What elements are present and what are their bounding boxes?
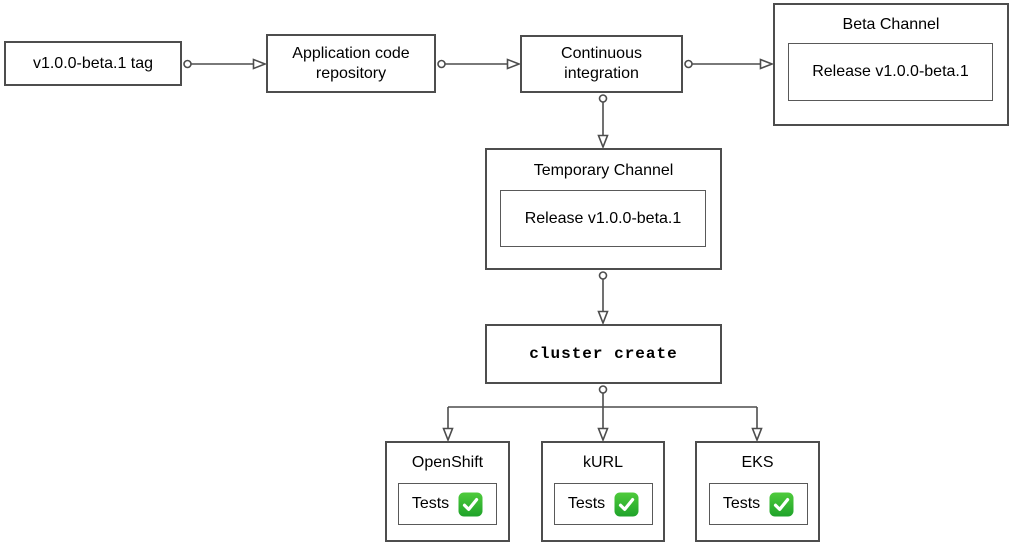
- node-continuous-integration: Continuous integration: [520, 35, 683, 93]
- group-eks-title: EKS: [741, 454, 774, 471]
- node-temporary-release-label: Release v1.0.0-beta.1: [524, 209, 682, 227]
- node-openshift-tests: Tests: [398, 483, 497, 525]
- group-beta-channel: Beta Channel Release v1.0.0-beta.1: [773, 3, 1009, 126]
- node-kurl-tests: Tests: [554, 483, 653, 525]
- group-beta-channel-title: Beta Channel: [842, 16, 940, 33]
- node-cluster-create: cluster create: [485, 324, 722, 384]
- connector-repository-to-ci: [437, 58, 522, 70]
- group-eks: EKS Tests: [695, 441, 820, 542]
- connector-ci-to-temporary-channel: [597, 94, 609, 150]
- group-kurl: kURL Tests: [541, 441, 665, 542]
- node-continuous-integration-label: Continuous integration: [561, 45, 642, 82]
- node-eks-tests: Tests: [709, 483, 808, 525]
- connector-cluster-create-branch: [442, 385, 763, 443]
- node-cluster-create-label: cluster create: [529, 345, 678, 363]
- group-openshift: OpenShift Tests: [385, 441, 510, 542]
- node-temporary-release: Release v1.0.0-beta.1: [500, 190, 706, 247]
- success-check-icon: [769, 492, 794, 516]
- node-application-code-repository: Application code repository: [266, 34, 436, 93]
- success-check-icon: [614, 492, 639, 516]
- node-kurl-tests-label: Tests: [567, 495, 606, 512]
- node-version-tag-label: v1.0.0-beta.1 tag: [32, 54, 154, 72]
- node-beta-release-label: Release v1.0.0-beta.1: [812, 63, 969, 80]
- group-temporary-channel: Temporary Channel Release v1.0.0-beta.1: [485, 148, 722, 270]
- group-openshift-title: OpenShift: [411, 454, 484, 471]
- connector-tag-to-repository: [183, 58, 268, 70]
- success-check-icon: [458, 492, 483, 516]
- group-temporary-channel-title: Temporary Channel: [533, 162, 674, 179]
- node-version-tag: v1.0.0-beta.1 tag: [4, 41, 182, 86]
- node-eks-tests-label: Tests: [722, 495, 761, 512]
- connector-ci-to-beta-channel: [684, 58, 775, 70]
- group-kurl-title: kURL: [582, 454, 623, 471]
- connector-temporary-channel-to-cluster-create: [597, 271, 609, 326]
- node-openshift-tests-label: Tests: [411, 495, 450, 512]
- node-application-code-repository-label: Application code repository: [292, 44, 410, 82]
- node-beta-release: Release v1.0.0-beta.1: [788, 43, 993, 101]
